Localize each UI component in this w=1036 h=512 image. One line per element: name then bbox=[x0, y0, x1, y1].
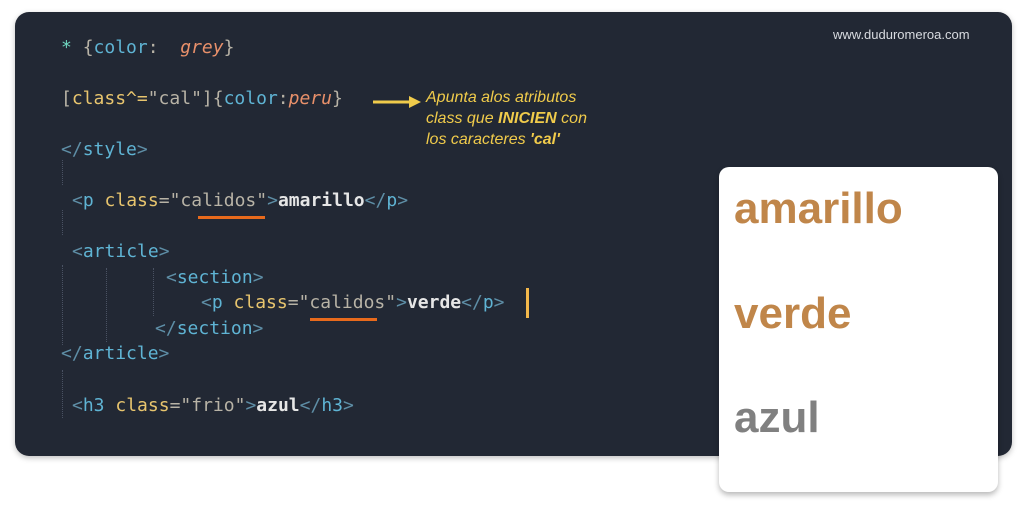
text-cursor bbox=[526, 288, 529, 318]
bracket-token: </ bbox=[61, 343, 83, 364]
code-line-p-verde: <p class="calidos">verde</p> bbox=[201, 292, 505, 314]
preview-amarillo: amarillo bbox=[734, 184, 903, 233]
annotation-note: Apunta alos atributos class que INICIEN … bbox=[426, 87, 587, 150]
equals-token: = bbox=[158, 190, 170, 211]
string-token: calidos bbox=[309, 292, 386, 313]
indent-guide bbox=[62, 160, 63, 185]
code-line-article-open: <article> bbox=[72, 241, 170, 263]
code-line-h3-azul: <h3 class="frio">azul</h3> bbox=[72, 395, 354, 417]
property-token: color bbox=[93, 37, 148, 58]
highlight-underline bbox=[310, 318, 377, 321]
tag-token: section bbox=[176, 267, 253, 288]
code-line-section-close: </section> bbox=[155, 318, 263, 340]
code-line-style-close: </style> bbox=[61, 139, 148, 161]
bracket-token: > bbox=[252, 318, 264, 339]
bracket-token: > bbox=[267, 190, 278, 211]
indent-guide bbox=[62, 370, 63, 418]
value-token: peru bbox=[288, 88, 332, 109]
tag-token: p bbox=[386, 190, 398, 211]
bracket-token: > bbox=[158, 241, 170, 262]
code-line-section-open: <section> bbox=[166, 267, 264, 289]
property-token: color bbox=[223, 88, 278, 109]
annotation-line-1: Apunta alos atributos bbox=[426, 89, 577, 106]
annotation-line-3: los caracteres 'cal' bbox=[426, 129, 587, 150]
value-token: grey bbox=[180, 37, 224, 58]
annotation-line-2: class que INICIEN con bbox=[426, 108, 587, 129]
code-line-article-close: </article> bbox=[61, 343, 169, 365]
annotation-emphasis: 'cal' bbox=[530, 131, 560, 148]
tag-token: h3 bbox=[82, 395, 105, 416]
tag-token: style bbox=[82, 139, 137, 160]
annotation-text: con bbox=[556, 110, 587, 127]
indent-guide bbox=[153, 268, 154, 316]
code-line-attribute-selector: [class^="cal"]{color:peru} bbox=[61, 88, 343, 110]
bracket-token: < bbox=[201, 292, 212, 313]
watermark: www.duduromeroa.com bbox=[833, 27, 970, 42]
bracket-token: > bbox=[245, 395, 257, 416]
bracket-token: > bbox=[397, 190, 409, 211]
brace-token: { bbox=[82, 37, 94, 58]
quote-token: " bbox=[256, 190, 268, 211]
bracket-token: [ bbox=[61, 88, 72, 109]
quote-token: " bbox=[169, 190, 181, 211]
tag-token: p bbox=[82, 190, 94, 211]
preview-azul: azul bbox=[734, 393, 820, 442]
brace-token: { bbox=[212, 88, 224, 109]
bracket-token: </ bbox=[155, 318, 177, 339]
preview-verde: verde bbox=[734, 289, 852, 338]
bracket-token: </ bbox=[299, 395, 322, 416]
bracket-token: < bbox=[72, 241, 83, 262]
bracket-token: </ bbox=[61, 139, 83, 160]
indent-guide bbox=[62, 265, 63, 345]
attribute-token: class bbox=[104, 190, 159, 211]
tag-token: p bbox=[211, 292, 223, 313]
tag-token: section bbox=[176, 318, 253, 339]
string-token: "cal" bbox=[147, 88, 202, 109]
bracket-token: < bbox=[72, 190, 83, 211]
bracket-token: > bbox=[252, 267, 264, 288]
annotation-emphasis: INICIEN bbox=[498, 110, 557, 127]
annotation-text: los caracteres bbox=[426, 131, 531, 148]
bracket-token: > bbox=[136, 139, 148, 160]
selector-token: * bbox=[61, 37, 72, 58]
text-token: amarillo bbox=[277, 190, 365, 211]
tag-token: article bbox=[82, 241, 159, 262]
string-token: "frio" bbox=[180, 395, 246, 416]
colon-token: : bbox=[277, 88, 289, 109]
tag-token: p bbox=[482, 292, 494, 313]
tag-token: h3 bbox=[321, 395, 344, 416]
indent-guide bbox=[62, 210, 63, 235]
colon-token: : bbox=[147, 37, 159, 58]
highlight-underline bbox=[198, 216, 265, 219]
operator-token: ^= bbox=[126, 88, 148, 109]
equals-token: = bbox=[287, 292, 299, 313]
code-line-universal-selector: * {color: grey} bbox=[61, 37, 234, 59]
attribute-token: class bbox=[233, 292, 288, 313]
bracket-token: </ bbox=[461, 292, 483, 313]
annotation-text: class que bbox=[426, 110, 499, 127]
attribute-token: class bbox=[71, 88, 127, 109]
bracket-token: < bbox=[72, 395, 83, 416]
browser-preview-card: amarillo verde azul bbox=[719, 167, 998, 492]
tag-token: article bbox=[82, 343, 159, 364]
bracket-token: ] bbox=[201, 88, 213, 109]
bracket-token: > bbox=[396, 292, 407, 313]
bracket-token: > bbox=[158, 343, 170, 364]
equals-token: = bbox=[169, 395, 181, 416]
bracket-token: > bbox=[343, 395, 354, 416]
bracket-token: < bbox=[166, 267, 177, 288]
text-token: verde bbox=[406, 292, 462, 313]
quote-token: " bbox=[385, 292, 397, 313]
code-line-p-amarillo: <p class="calidos">amarillo</p> bbox=[72, 190, 408, 212]
bracket-token: </ bbox=[364, 190, 387, 211]
bracket-token: > bbox=[493, 292, 505, 313]
string-token: calidos bbox=[180, 190, 257, 211]
brace-token: } bbox=[331, 88, 343, 109]
attribute-token: class bbox=[115, 395, 170, 416]
text-token: azul bbox=[256, 395, 300, 416]
quote-token: " bbox=[298, 292, 310, 313]
indent-guide bbox=[106, 268, 107, 342]
brace-token: } bbox=[223, 37, 235, 58]
arrow-right-icon bbox=[373, 96, 421, 108]
